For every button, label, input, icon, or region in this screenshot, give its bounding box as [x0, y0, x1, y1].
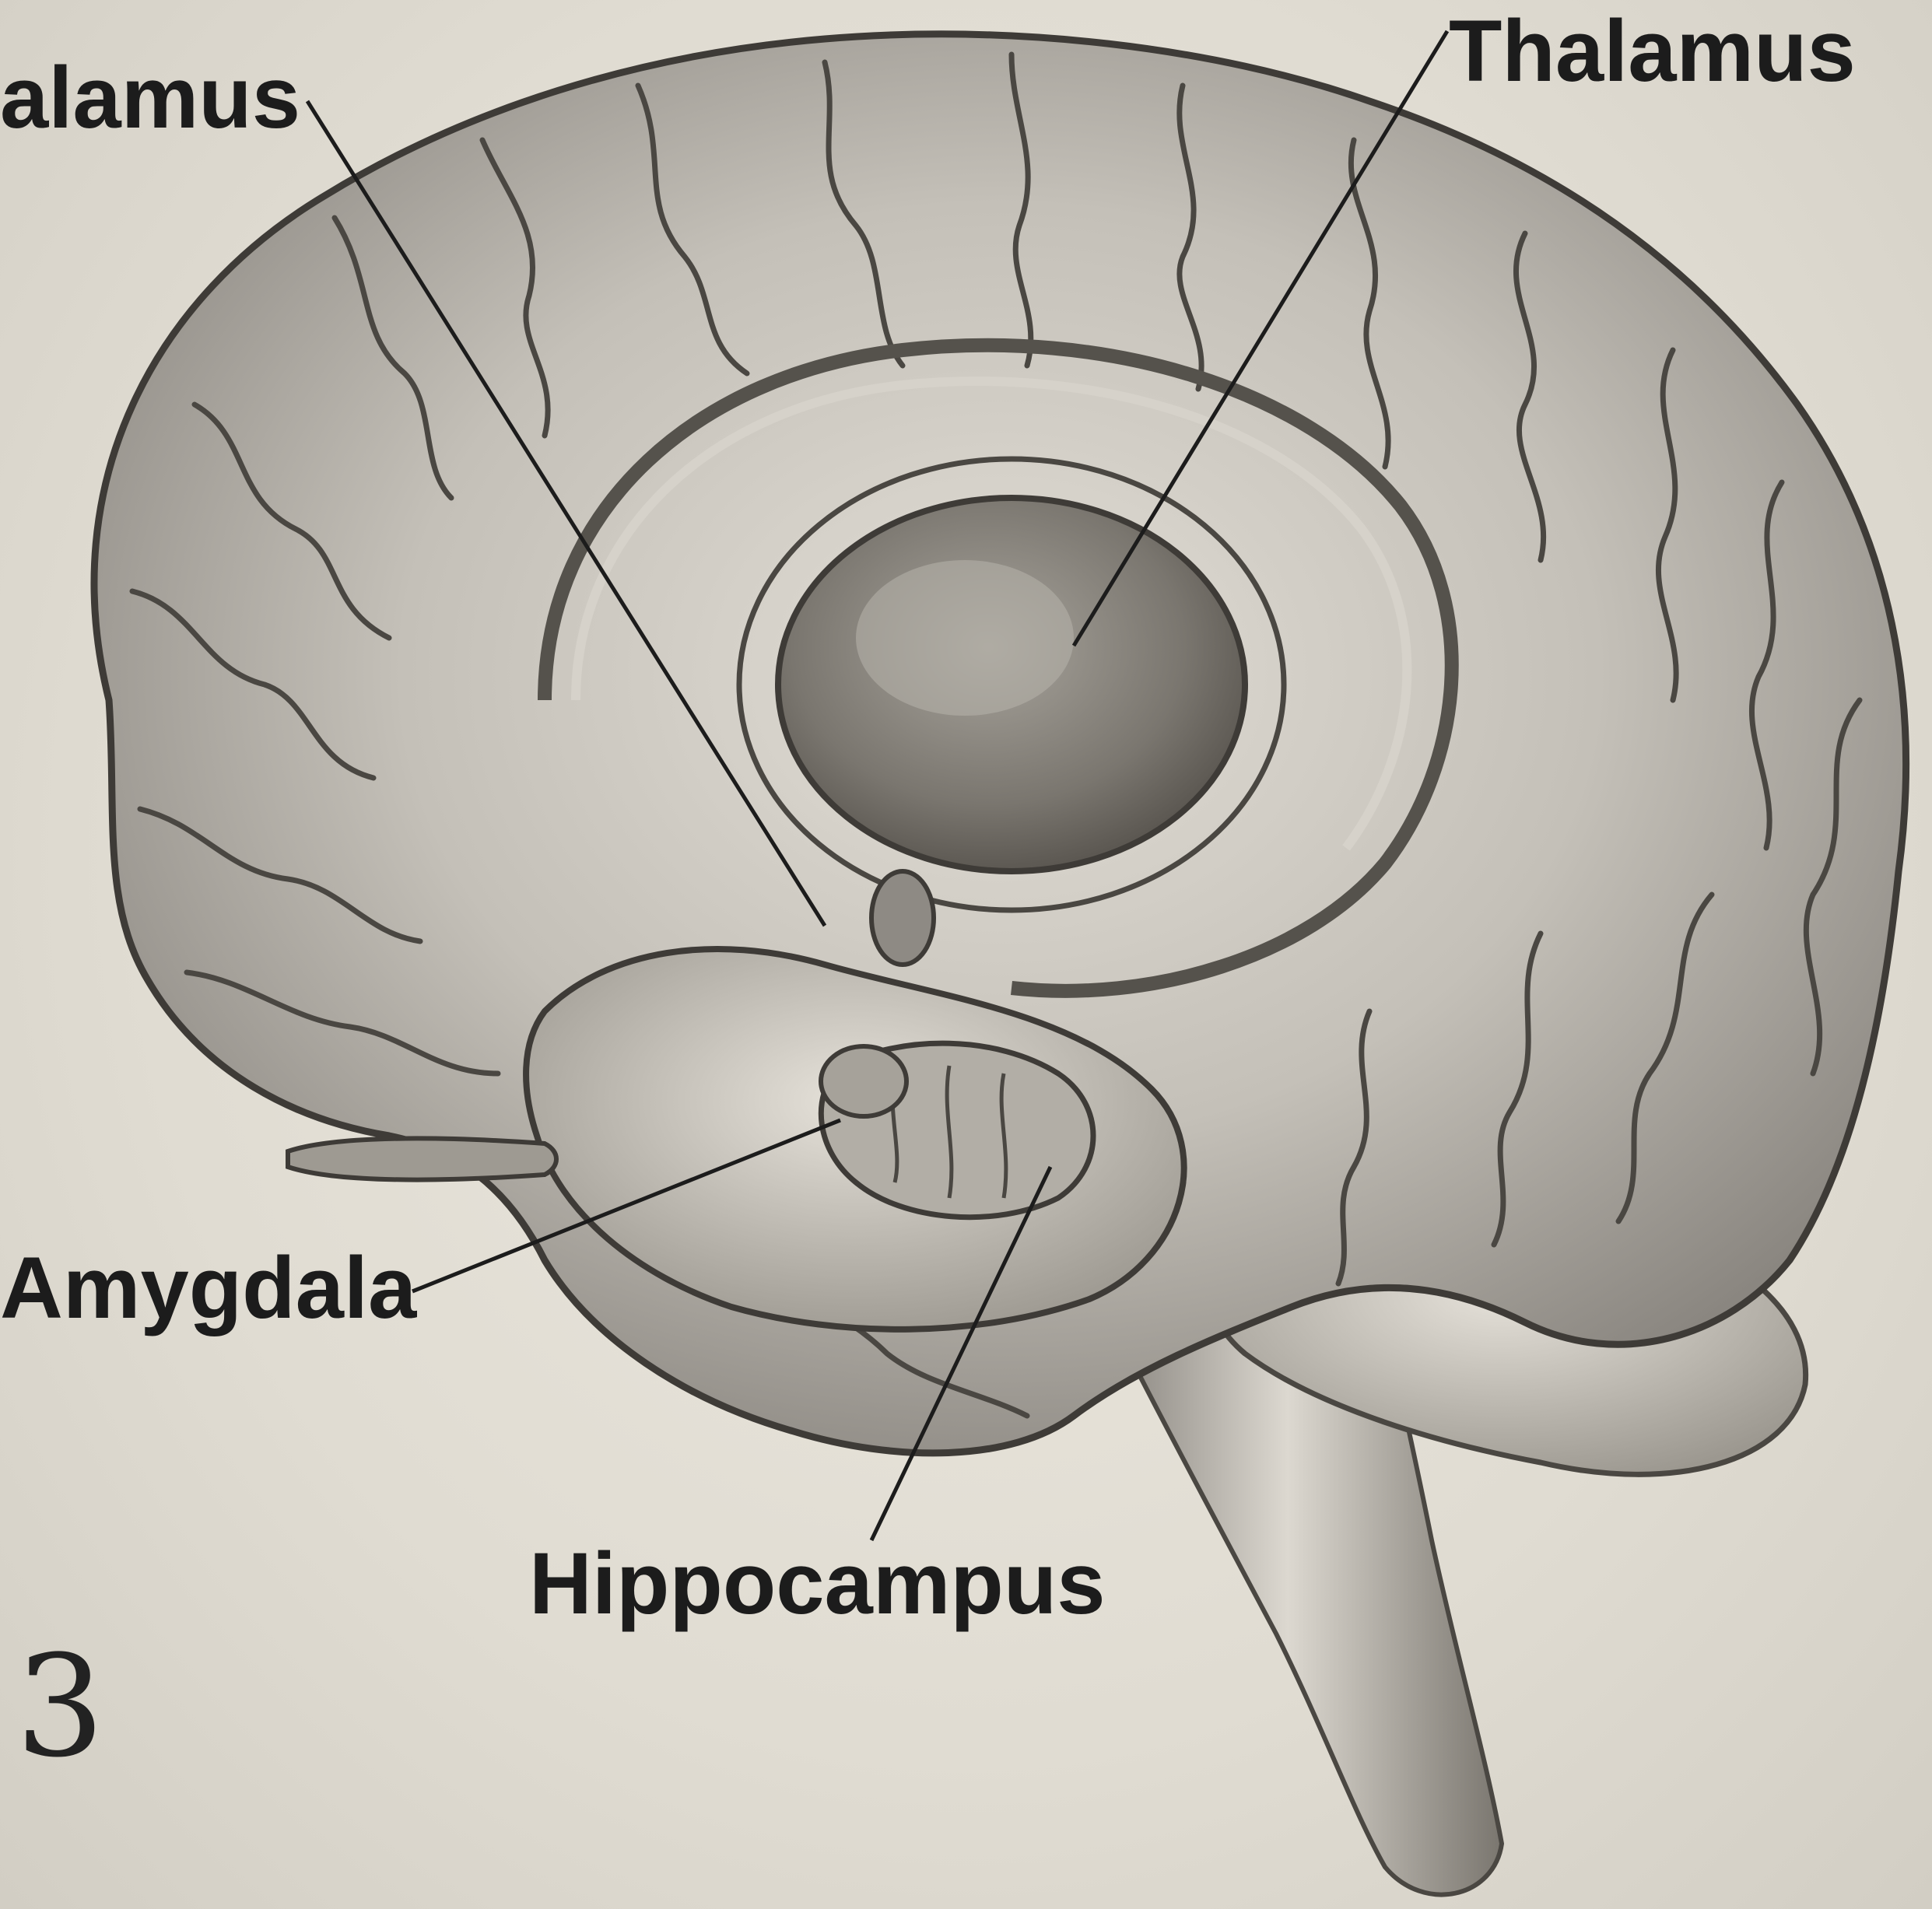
pituitary	[871, 871, 934, 965]
hippocampus-label: Hippocampus	[529, 1540, 1106, 1627]
amygdala-label: Amygdala	[0, 1245, 416, 1332]
handwritten-page-mark: 3	[16, 1626, 105, 1788]
olfactory-bulb	[288, 1138, 556, 1179]
amygdala-structure	[821, 1046, 906, 1116]
hypothalamus-label: alamus	[0, 54, 300, 142]
thalamus-label: Thalamus	[1449, 8, 1856, 95]
